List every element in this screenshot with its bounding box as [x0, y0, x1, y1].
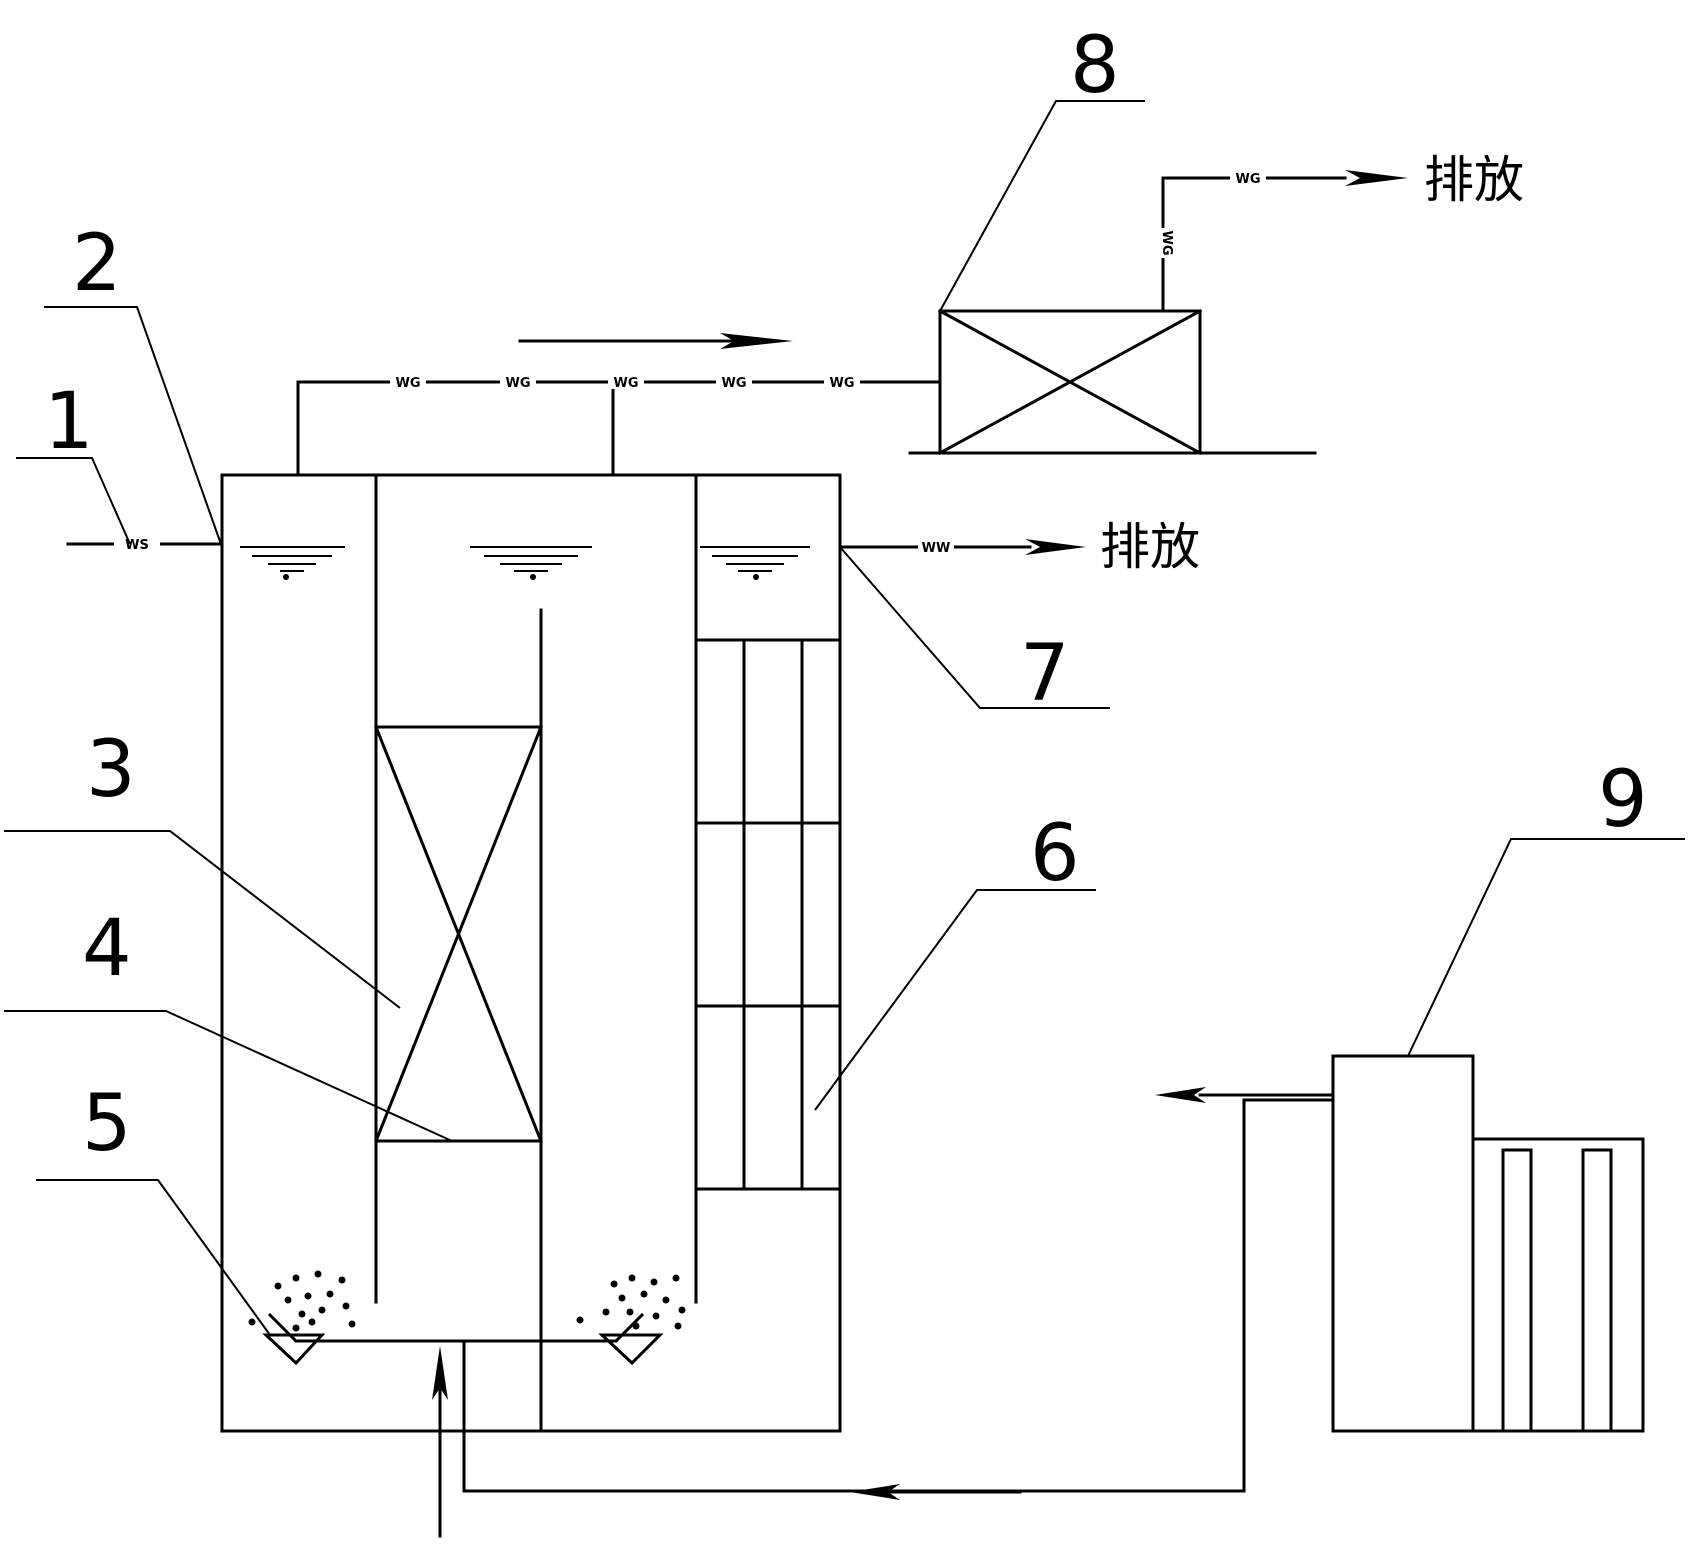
leader-4 [4, 1010, 453, 1142]
label-4: 4 [82, 904, 132, 994]
water-level-right [700, 546, 810, 580]
label-9: 9 [1598, 755, 1648, 845]
leader-2 [44, 306, 223, 548]
leader-1 [16, 457, 131, 545]
leader-7 [839, 546, 1110, 709]
inlet-pipe-code: WS [125, 538, 149, 553]
label-7: 7 [1020, 629, 1070, 719]
air-return-arrow [850, 1484, 900, 1500]
bottom-feed-arrow [432, 1346, 448, 1400]
blower-unit [462, 1054, 1645, 1500]
tank-outline [220, 473, 842, 1433]
gas-pipe-code-3: WG [613, 376, 638, 391]
label-6: 6 [1030, 809, 1080, 899]
label-8: 8 [1070, 21, 1120, 111]
water-level-center [470, 546, 592, 580]
vent-pipe-code-vertical: WG [1159, 230, 1174, 255]
blower-box [1331, 1054, 1475, 1433]
diffuser-left [262, 1333, 326, 1366]
label-1: 1 [44, 377, 94, 467]
leader-9 [1407, 838, 1685, 1057]
gas-pipe-code-4: WG [721, 376, 746, 391]
blower-base [1471, 1137, 1645, 1433]
blower-fin-2 [1581, 1148, 1613, 1433]
gas-treatment-unit: WG WG 排放 [908, 151, 1524, 456]
packing-cross-b [374, 725, 543, 1143]
leader-8 [939, 100, 1145, 312]
leader-6 [814, 889, 1096, 1111]
vent-discharge-label: 排放 [1424, 151, 1524, 209]
blower-fin-1 [1501, 1148, 1533, 1433]
leader-3 [4, 830, 401, 1009]
gas-flow-arrow [720, 333, 793, 349]
effluent-pipe: WW 排放 [838, 518, 1200, 576]
reactor-tank [220, 473, 842, 1433]
aeration-bubbles-right [576, 1274, 686, 1330]
gas-collection-pipe: WG WG WG WG WG [296, 333, 942, 477]
packing-module [374, 725, 543, 1143]
water-level-left [240, 546, 345, 580]
gas-pipe-code-1: WG [395, 376, 420, 391]
bottom-feed [432, 1346, 448, 1538]
diffuser-right [598, 1333, 664, 1366]
label-2: 2 [72, 219, 122, 309]
vent-arrow [1345, 170, 1408, 186]
leader-5 [36, 1179, 271, 1336]
gas-pipe-code-2: WG [505, 376, 530, 391]
bottom-distribution-pipe [267, 1312, 645, 1343]
gas-pipe-code-5: WG [829, 376, 854, 391]
vent-pipe-code: WG [1235, 172, 1260, 187]
blower-outlet-arrow [1155, 1087, 1206, 1103]
effluent-pipe-code: WW [922, 541, 951, 556]
leader-lines [4, 100, 1685, 1336]
effluent-discharge-label: 排放 [1100, 518, 1200, 576]
inlet-pipe: WS [66, 538, 224, 553]
packing-box [374, 725, 543, 1143]
label-3: 3 [86, 725, 136, 815]
aeration-bubbles-left [248, 1270, 356, 1332]
effluent-arrow [1025, 539, 1086, 555]
lamella-module [694, 638, 842, 1191]
label-5: 5 [82, 1079, 132, 1169]
